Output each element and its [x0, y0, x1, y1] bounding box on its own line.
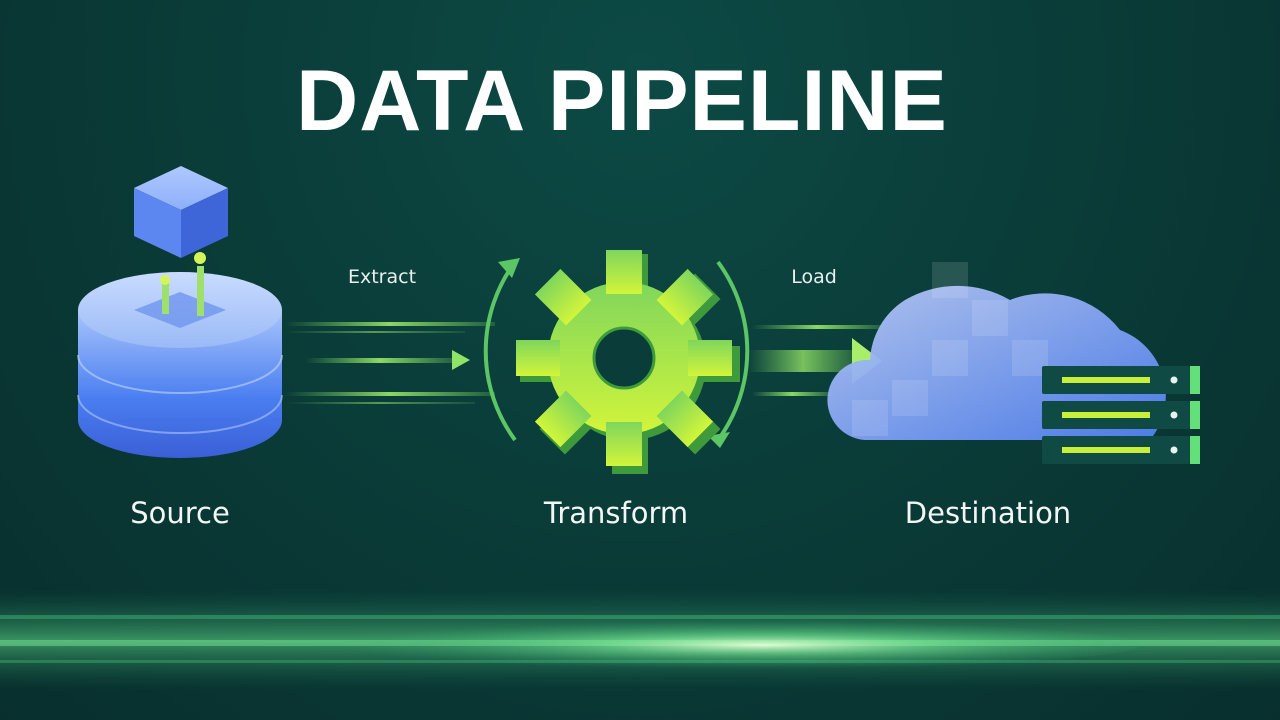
node-label-transform: Transform — [543, 496, 689, 530]
cycle-arrow-head-top — [498, 258, 520, 278]
database-icon — [77, 252, 283, 458]
edge-label-load: Load — [791, 266, 837, 288]
cube-icon — [134, 166, 228, 258]
edge-label-extract: Extract — [347, 266, 417, 288]
node-label-destination: Destination — [904, 496, 1072, 530]
node-label-source: Source — [130, 496, 230, 530]
extract-arrows — [285, 322, 495, 404]
cycle-arrows — [483, 260, 750, 442]
floor-glow — [0, 590, 1280, 690]
server-rack-icon — [1042, 366, 1200, 464]
page-title: DATA PIPELINE — [296, 53, 948, 149]
gear-icon — [516, 250, 740, 474]
